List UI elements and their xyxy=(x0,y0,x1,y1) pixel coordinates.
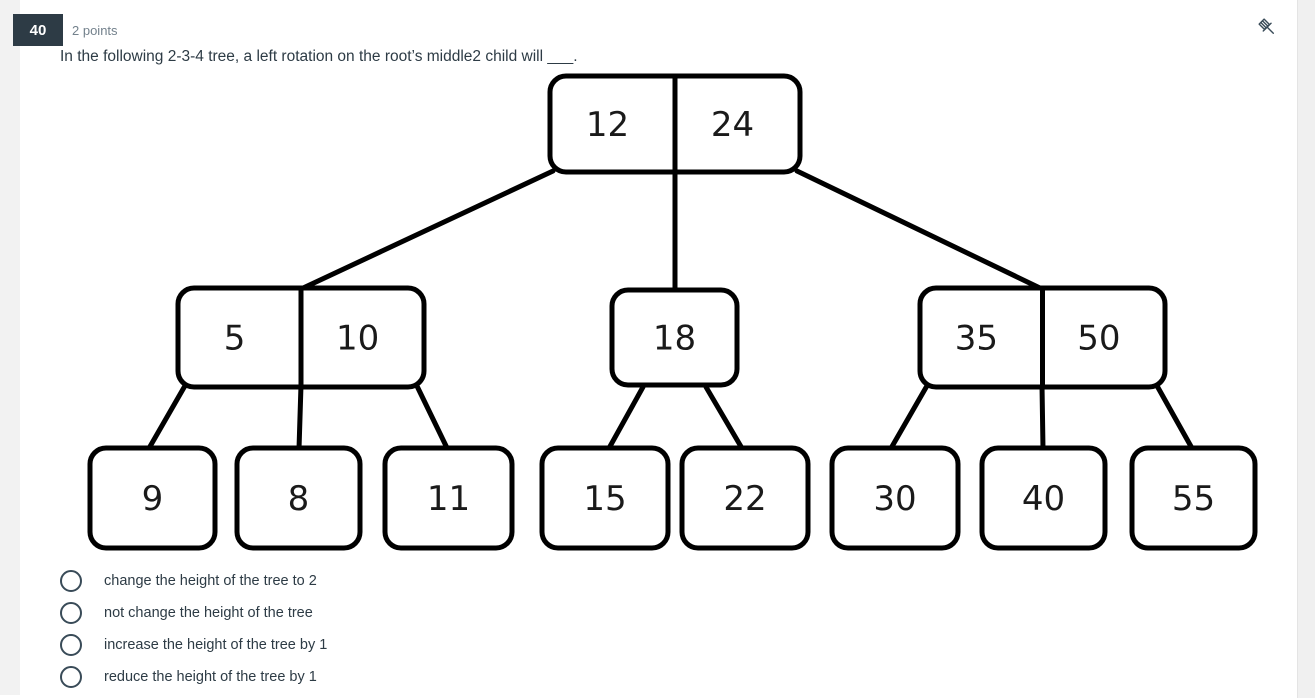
answer-option[interactable]: not change the height of the tree xyxy=(60,602,313,624)
tree-edge xyxy=(887,381,931,453)
option-label: reduce the height of the tree by 1 xyxy=(104,669,317,685)
question-number-badge: 40 xyxy=(13,14,63,46)
radio-button[interactable] xyxy=(60,666,82,688)
tree-node-leaf-40 xyxy=(979,445,1108,551)
tree-key: 18 xyxy=(653,318,696,358)
radio-button[interactable] xyxy=(60,602,82,624)
tree-key: 22 xyxy=(723,479,766,519)
tree-key: 11 xyxy=(427,479,470,519)
tree-edge xyxy=(145,381,189,453)
tree-node-leaf-22 xyxy=(679,445,811,551)
tree-key: 12 xyxy=(586,105,629,145)
question-number: 40 xyxy=(29,21,47,39)
tree-node-leaf-11 xyxy=(382,445,515,551)
tree-key: 35 xyxy=(955,318,998,358)
answer-option[interactable]: increase the height of the tree by 1 xyxy=(60,634,327,656)
option-label: increase the height of the tree by 1 xyxy=(104,637,328,653)
tree-key: 10 xyxy=(336,318,379,358)
left-gutter xyxy=(0,0,20,695)
scrollbar-track[interactable] xyxy=(1297,0,1315,698)
tree-node-leaf-8 xyxy=(234,445,363,551)
tree-key: 30 xyxy=(873,479,916,519)
pin-icon[interactable] xyxy=(1256,16,1280,40)
tree-key: 55 xyxy=(1172,479,1215,519)
question-text: In the following 2-3-4 tree, a left rota… xyxy=(60,48,578,65)
tree-key: 9 xyxy=(142,479,164,519)
answer-option[interactable]: reduce the height of the tree by 1 xyxy=(60,666,317,688)
tree-key: 24 xyxy=(711,105,754,145)
tree-edge xyxy=(296,382,304,452)
tree-edge xyxy=(703,384,746,453)
tree-node-middle xyxy=(609,287,740,388)
tree-edge xyxy=(1039,382,1046,452)
option-label: not change the height of the tree xyxy=(104,605,313,621)
radio-button[interactable] xyxy=(60,634,82,656)
answer-option[interactable]: change the height of the tree to 2 xyxy=(60,570,317,592)
tree-node-leaf-55 xyxy=(1129,445,1258,551)
radio-button[interactable] xyxy=(60,570,82,592)
tree-edge xyxy=(794,168,1045,292)
tree-edge xyxy=(1153,381,1196,453)
tree-key: 50 xyxy=(1077,318,1120,358)
tree-edge xyxy=(298,168,556,292)
tree-edge xyxy=(605,384,646,453)
tree-key: 40 xyxy=(1022,479,1065,519)
tree-edge xyxy=(413,381,451,453)
tree-node-leaf-9 xyxy=(87,445,218,551)
tree-key: 15 xyxy=(583,479,626,519)
tree-node-leaf-30 xyxy=(829,445,961,551)
option-label: change the height of the tree to 2 xyxy=(104,573,317,589)
points-label: 2 points xyxy=(72,23,118,38)
tree-node-leaf-15 xyxy=(539,445,671,551)
tree-key: 5 xyxy=(224,318,246,358)
tree-key: 8 xyxy=(288,479,310,519)
